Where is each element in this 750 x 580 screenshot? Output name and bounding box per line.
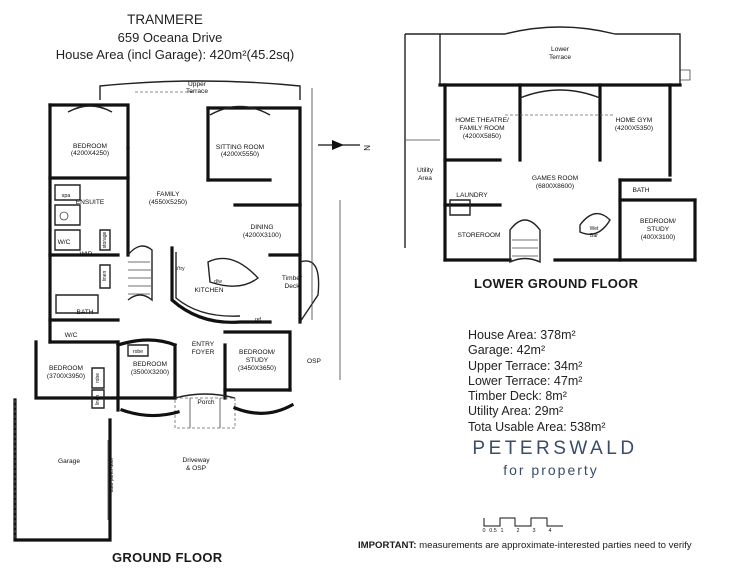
room-label: HOME THEATRE/ bbox=[455, 117, 509, 124]
room-label: STUDY bbox=[647, 226, 670, 233]
room-label: Wet bbox=[590, 226, 599, 232]
room-label: BEDROOM/ bbox=[640, 218, 676, 225]
room-dimension: (4200X4250) bbox=[71, 150, 109, 157]
room-label: robe bbox=[133, 349, 143, 355]
lower-ground-floor-title: LOWER GROUND FLOOR bbox=[474, 276, 639, 291]
room-label: ENSUITE bbox=[76, 199, 105, 206]
room-label: Upper bbox=[188, 81, 207, 88]
room-label: WIR bbox=[80, 251, 93, 258]
room-label: GAMES ROOM bbox=[532, 175, 578, 182]
room-label: & OSP bbox=[186, 465, 207, 472]
scale-label: 2 bbox=[517, 528, 520, 534]
room-label: BEDROOM bbox=[73, 143, 107, 150]
room-label: Bar bbox=[590, 233, 598, 239]
disclaimer-note: IMPORTANT: measurements are approximate-… bbox=[358, 540, 692, 551]
room-dimension: (400X3100) bbox=[641, 234, 675, 241]
room-dimension: (3500X3200) bbox=[131, 369, 169, 376]
room-dimension: (6800X8600) bbox=[536, 183, 574, 190]
plan-house-area: House Area (incl Garage): 420m²(45.2sq) bbox=[55, 47, 295, 62]
room-label: BATH bbox=[76, 309, 93, 316]
room-label: Terrace bbox=[549, 54, 571, 61]
room-label: auto panel door bbox=[109, 457, 115, 492]
room-label: KITCHEN bbox=[195, 287, 224, 294]
room-label: Garage bbox=[58, 458, 80, 465]
scale-label: 0.5 bbox=[489, 528, 497, 534]
north-arrow-icon: N bbox=[318, 140, 371, 151]
area-total: Tota Usable Area: 538m² bbox=[468, 419, 606, 434]
room-label: Area bbox=[418, 175, 432, 182]
scale-label: 4 bbox=[549, 528, 552, 534]
area-lower-terrace: Lower Terrace: 47m² bbox=[468, 373, 583, 388]
room-label: Lower bbox=[551, 46, 570, 53]
room-dimension: (3450X3650) bbox=[238, 365, 276, 372]
room-label: SITTING ROOM bbox=[216, 144, 264, 151]
room-label: STOREROOM bbox=[457, 232, 500, 239]
room-label: FAMILY bbox=[157, 191, 181, 198]
room-label: d/w bbox=[214, 279, 222, 285]
lower-floor-room-labels: Lower Terrace HOME THEATRE/ FAMILY ROOM … bbox=[417, 46, 676, 241]
scale-label: 3 bbox=[533, 528, 536, 534]
brand-tagline: for property bbox=[503, 462, 599, 478]
scale-bar: 0 0.5 1 2 3 4 bbox=[483, 517, 563, 534]
room-label: BEDROOM bbox=[49, 365, 83, 372]
disclaimer-text: IMPORTANT: measurements are approximate-… bbox=[358, 540, 692, 551]
room-label: LAUNDRY bbox=[456, 192, 488, 199]
area-utility: Utility Area: 29m² bbox=[468, 404, 564, 419]
room-label: Utility bbox=[417, 167, 434, 174]
room-label: Deck bbox=[284, 283, 300, 290]
room-label: BATH bbox=[632, 187, 649, 194]
area-upper-terrace: Upper Terrace: 34m² bbox=[468, 358, 583, 373]
room-label: DINING bbox=[250, 224, 273, 231]
room-label: Driveway bbox=[182, 457, 210, 464]
room-label: W/C bbox=[65, 332, 78, 339]
room-label: FAMILY ROOM bbox=[459, 125, 504, 132]
room-label: BEDROOM bbox=[133, 361, 167, 368]
scale-label: 1 bbox=[501, 528, 504, 534]
plan-title: TRANMERE bbox=[127, 12, 203, 27]
area-garage: Garage: 42m² bbox=[468, 343, 546, 358]
room-dimension: (4200X3100) bbox=[243, 232, 281, 239]
room-label: Terrace bbox=[186, 88, 208, 95]
room-dimension: (4200X5350) bbox=[615, 125, 653, 132]
room-label: BEDROOM/ bbox=[239, 349, 275, 356]
room-dimension: (4200X5850) bbox=[463, 133, 501, 140]
room-label: Timber bbox=[282, 275, 303, 282]
room-label: ENTRY bbox=[192, 341, 215, 348]
room-label: STUDY bbox=[246, 357, 269, 364]
room-dimension: (3700X3950) bbox=[47, 373, 85, 380]
north-label: N bbox=[362, 145, 371, 151]
ground-floor-room-labels: Upper Terrace BEDROOM (4200X4250) SITTIN… bbox=[47, 81, 322, 492]
room-label: storage bbox=[102, 231, 108, 248]
scale-label: 0 bbox=[483, 528, 486, 534]
room-label: FOYER bbox=[192, 349, 215, 356]
room-label: p'try bbox=[175, 266, 185, 272]
room-label: OSP bbox=[307, 358, 322, 365]
area-schedule: House Area: 378m² Garage: 42m² Upper Ter… bbox=[468, 328, 606, 435]
room-dimension: (4550X5250) bbox=[149, 199, 187, 206]
brand-logo: PETERSWALD bbox=[472, 438, 638, 459]
lower-ground-floor-plan bbox=[404, 26, 697, 264]
room-label: ref bbox=[255, 317, 261, 323]
room-label: W/C bbox=[58, 239, 71, 246]
area-timber-deck: Timber Deck: 8m² bbox=[468, 389, 567, 404]
plan-address: 659 Oceana Drive bbox=[117, 30, 223, 45]
room-label: robe bbox=[95, 373, 101, 383]
room-label: linen bbox=[102, 271, 108, 282]
room-dimension: (4200X5550) bbox=[221, 151, 259, 158]
room-label: spa bbox=[62, 193, 71, 199]
room-label: HOME GYM bbox=[616, 117, 653, 124]
room-label: Porch bbox=[197, 399, 215, 406]
ground-floor-title: GROUND FLOOR bbox=[112, 550, 223, 565]
area-house: House Area: 378m² bbox=[468, 328, 576, 342]
ground-floor-plan bbox=[13, 80, 341, 542]
room-label: linen bbox=[95, 395, 101, 406]
